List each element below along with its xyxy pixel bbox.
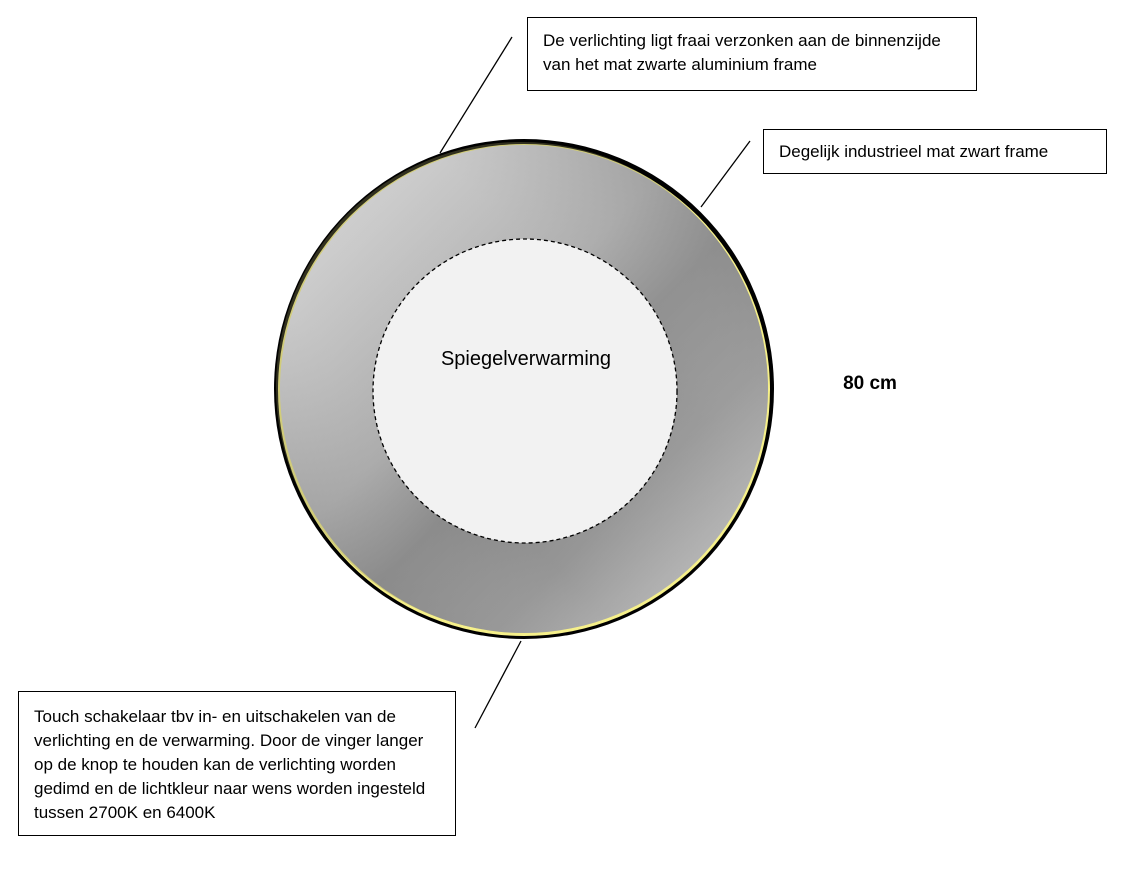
callout-frame: Degelijk industrieel mat zwart frame: [763, 129, 1107, 174]
leader-line-touch-switch: [474, 640, 522, 729]
mirror-size-label: 80 cm: [843, 373, 897, 394]
leader-line-lighting: [439, 36, 513, 154]
leader-line-frame: [700, 140, 751, 208]
callout-lighting: De verlichting ligt fraai verzonken aan …: [527, 17, 977, 91]
heating-zone: [372, 238, 678, 544]
callout-touch-switch: Touch schakelaar tbv in- en uitschakelen…: [18, 691, 456, 836]
heating-zone-label: Spiegelverwarming: [440, 348, 612, 370]
